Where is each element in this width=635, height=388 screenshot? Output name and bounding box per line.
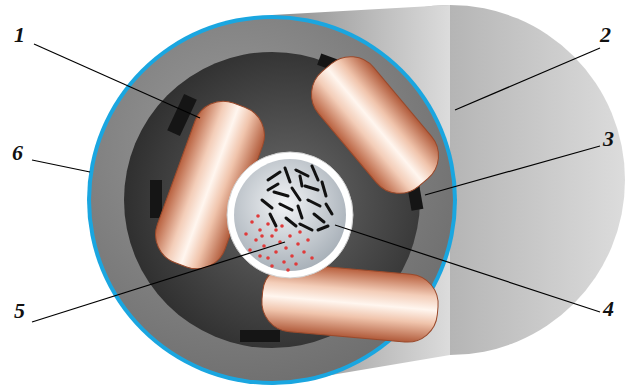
coil (299, 44, 451, 205)
callout-number: 1 (14, 24, 25, 46)
callout-number: 4 (603, 298, 614, 320)
callout-number: 6 (12, 142, 23, 164)
blue-shell (87, 15, 457, 385)
inner-tube (227, 152, 353, 278)
callout-number: 5 (14, 300, 25, 322)
tube-bore (234, 159, 346, 271)
leader-lines (32, 44, 600, 322)
black-fibres (262, 166, 332, 230)
callout-number: 3 (603, 128, 614, 150)
callout-number: 2 (600, 24, 611, 46)
red-particles (244, 214, 314, 272)
stator-face (91, 19, 453, 381)
